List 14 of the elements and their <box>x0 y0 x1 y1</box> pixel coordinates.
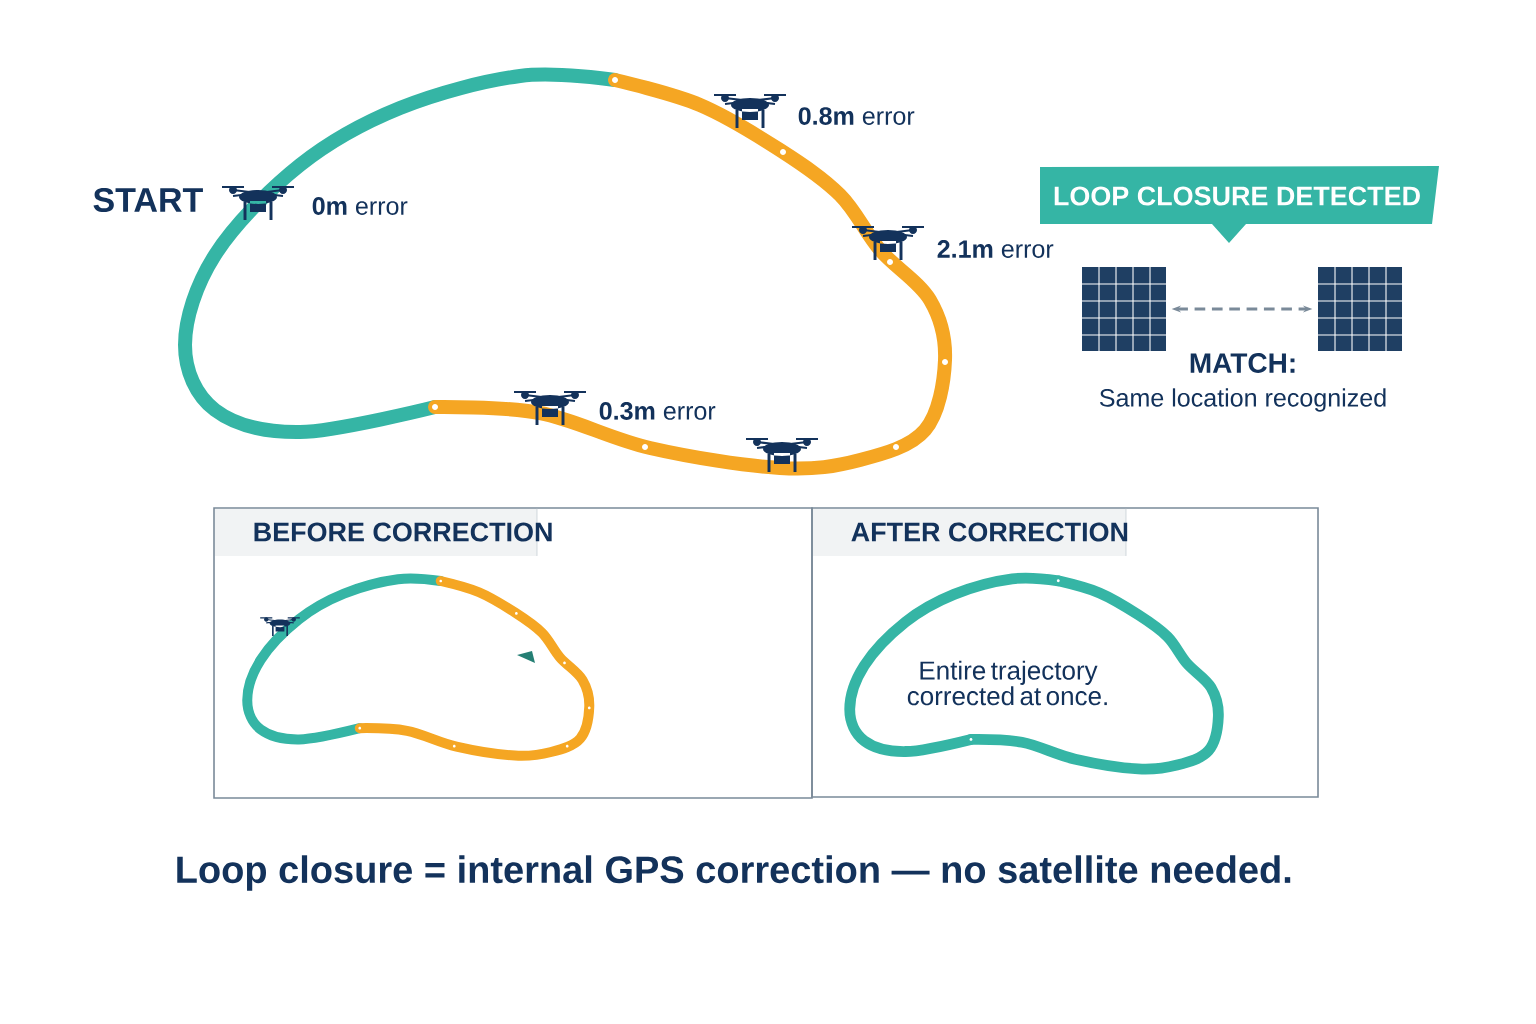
start-label: START <box>93 187 203 213</box>
panel-heading: BEFORE CORRECTION <box>215 507 552 557</box>
match-label: MATCH: <box>1190 353 1295 373</box>
error-label: 2.1m error <box>937 240 1054 258</box>
panel-note: Entire trajectory corrected at once. <box>907 660 1107 706</box>
match-note: Same location recognized <box>1099 388 1386 412</box>
image-grid <box>1081 266 1167 352</box>
error-label: 0m error <box>312 197 408 215</box>
image-grid <box>1317 266 1403 352</box>
error-label: 0.3m error <box>599 402 716 420</box>
banner: LOOP CLOSURE DETECTED <box>1040 166 1439 243</box>
caption: Loop closure = internal GPS correction — no satellite needed. <box>177 855 1291 891</box>
error-label: 0.8m error <box>798 107 915 125</box>
panel-heading: AFTER CORRECTION <box>813 507 1128 557</box>
